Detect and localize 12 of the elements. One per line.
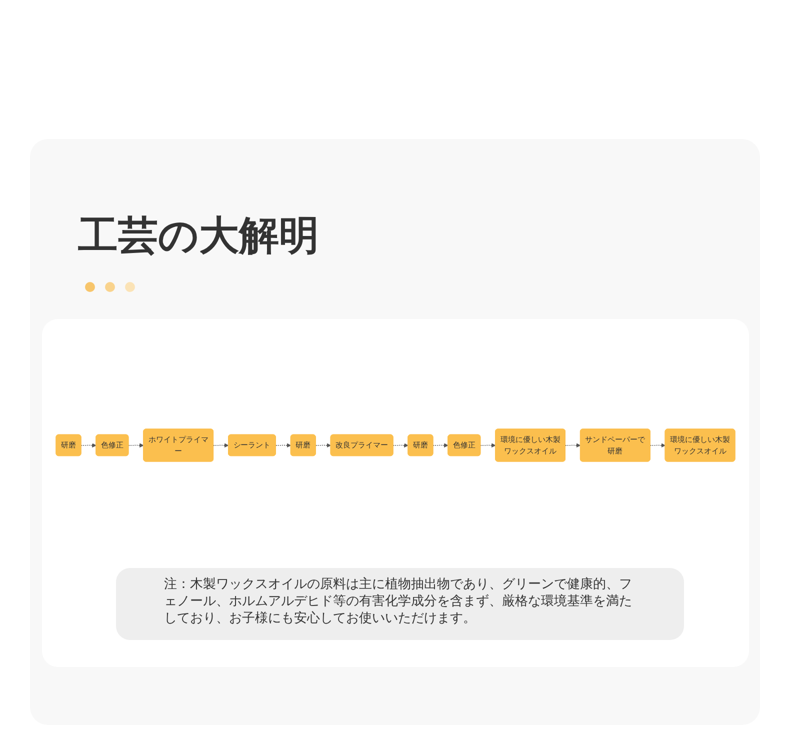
arrow: [432, 442, 448, 448]
arrow: [276, 442, 292, 448]
arrow: [316, 442, 332, 448]
arrow: [565, 442, 581, 448]
arrow: [213, 442, 229, 448]
note-text: 注：木製ワックスオイルの原料は主に植物抽出物であり、グリーンで健康的、フェノール、ホルムアルデヒド等の有害化学成分を含まず、厳格な環境基準を満たしており、お子様にも安心してお使いいただけます。: [163, 576, 633, 627]
title: 工芸の大解明: [78, 212, 319, 261]
arrow: [480, 442, 496, 448]
arrow: [392, 442, 408, 448]
arrow: [80, 442, 96, 448]
arrow: [128, 442, 144, 448]
arrow: [650, 442, 666, 448]
